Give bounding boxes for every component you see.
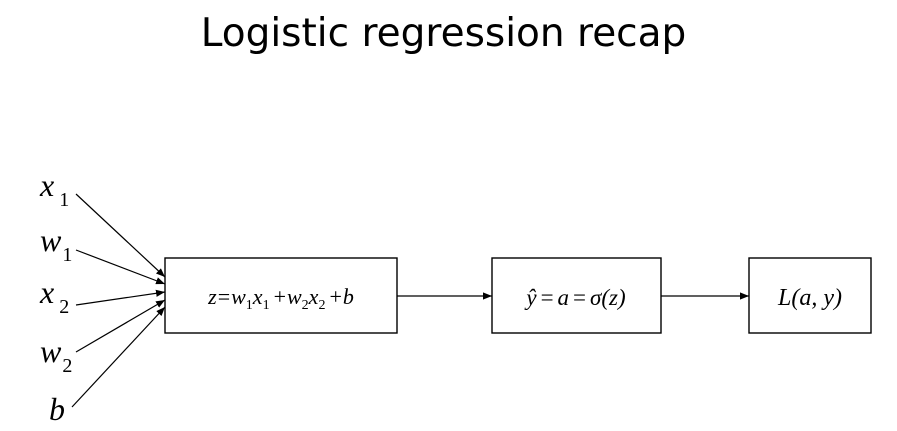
input-label-w2: w2 [40, 333, 72, 377]
arrow-x1 [75, 193, 166, 278]
formula-part: 1 [246, 298, 253, 313]
input-base: x [39, 274, 54, 310]
formula-part: = [573, 285, 586, 310]
input-sub: 2 [62, 355, 72, 377]
input-base: w [40, 222, 62, 258]
formula-part: σ(z) [590, 285, 626, 310]
sigmoid-box-frame [491, 257, 662, 334]
input-base: x [39, 167, 54, 203]
formula-part: a [558, 285, 570, 310]
linear-box-formula: z=w1x1+w2x2+b [207, 284, 354, 313]
formula-part: x [252, 284, 263, 309]
input-label-b: b [49, 391, 65, 427]
arrow-b [71, 306, 166, 408]
formula-part: 2 [318, 298, 325, 313]
linear-box: z=w1x1+w2x2+b [164, 257, 398, 334]
arrow-w1 [75, 249, 166, 285]
formula-part: = [218, 284, 230, 309]
loss-box-formula: L(a, y) [777, 285, 842, 311]
linear-box-frame [164, 257, 398, 334]
input-base: b [49, 391, 65, 427]
formula-part: ŷ [524, 285, 537, 310]
input-sub: 1 [62, 244, 72, 266]
slide-title: Logistic regression recap [200, 11, 687, 56]
formula-part: z [207, 284, 217, 309]
formula-part: L(a, y) [777, 285, 842, 311]
formula-part: = [541, 285, 554, 310]
sigmoid-box: ŷ=a=σ(z) [491, 257, 662, 334]
input-arrows [71, 193, 166, 408]
sigmoid-box-formula: ŷ=a=σ(z) [524, 285, 625, 310]
formula-part: b [343, 284, 354, 309]
formula-part: w [231, 284, 246, 309]
arrow-w2 [75, 299, 166, 353]
arrow-x2 [75, 289, 166, 306]
loss-box: L(a, y) [748, 257, 872, 334]
input-base: w [40, 333, 62, 369]
formula-part: w [287, 284, 302, 309]
formula-part: + [274, 284, 286, 309]
formula-part: x [308, 284, 319, 309]
formula-part: 2 [302, 298, 309, 313]
input-sub: 2 [59, 296, 69, 318]
input-sub: 1 [59, 189, 69, 211]
formula-part: + [329, 284, 341, 309]
input-label-w1: w1 [40, 222, 72, 266]
formula-part: 1 [263, 298, 270, 313]
